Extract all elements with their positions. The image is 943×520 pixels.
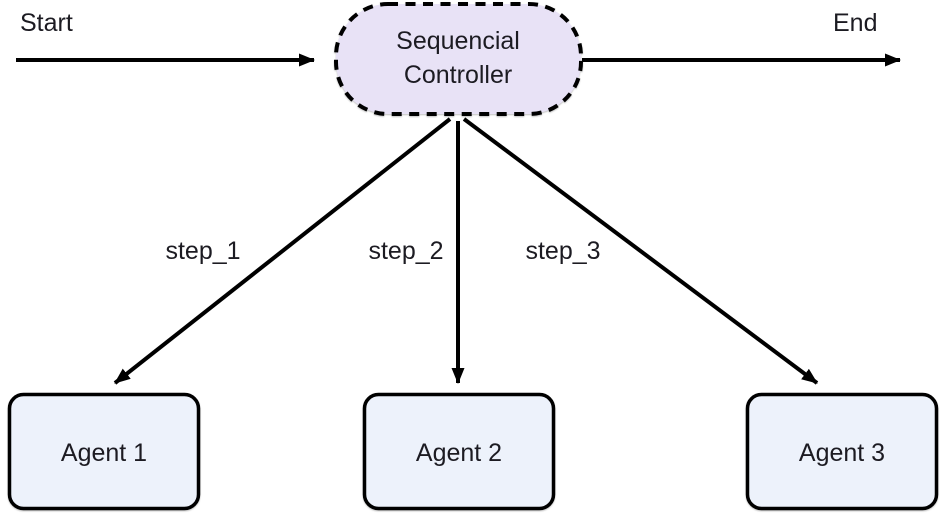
node-sequencial-controller: Sequencial Controller [334,2,583,116]
controller-shape [334,2,583,116]
node-agent-3: Agent 3 [745,392,939,511]
agent-1-label: Agent 1 [61,439,147,467]
edge-controller-to-agent-1 [113,117,452,385]
agent-3-shape [745,392,939,511]
agent-2-label: Agent 2 [416,439,502,467]
edge-controller-to-agent-3 [462,117,819,385]
edge-label-step-2: step_2 [368,237,443,265]
agent-2-shape [362,392,556,511]
end-label: End [833,9,877,37]
node-agent-1: Agent 1 [7,392,201,511]
start-label: Start [20,9,73,37]
edge-label-step-3: step_3 [525,237,600,265]
controller-label-line2: Controller [404,61,512,89]
edge-label-step-1: step_1 [165,237,240,265]
controller-label-line1: Sequencial [396,27,520,55]
agent-3-label: Agent 3 [799,439,885,467]
node-agent-2: Agent 2 [362,392,556,511]
agent-1-shape [7,392,201,511]
